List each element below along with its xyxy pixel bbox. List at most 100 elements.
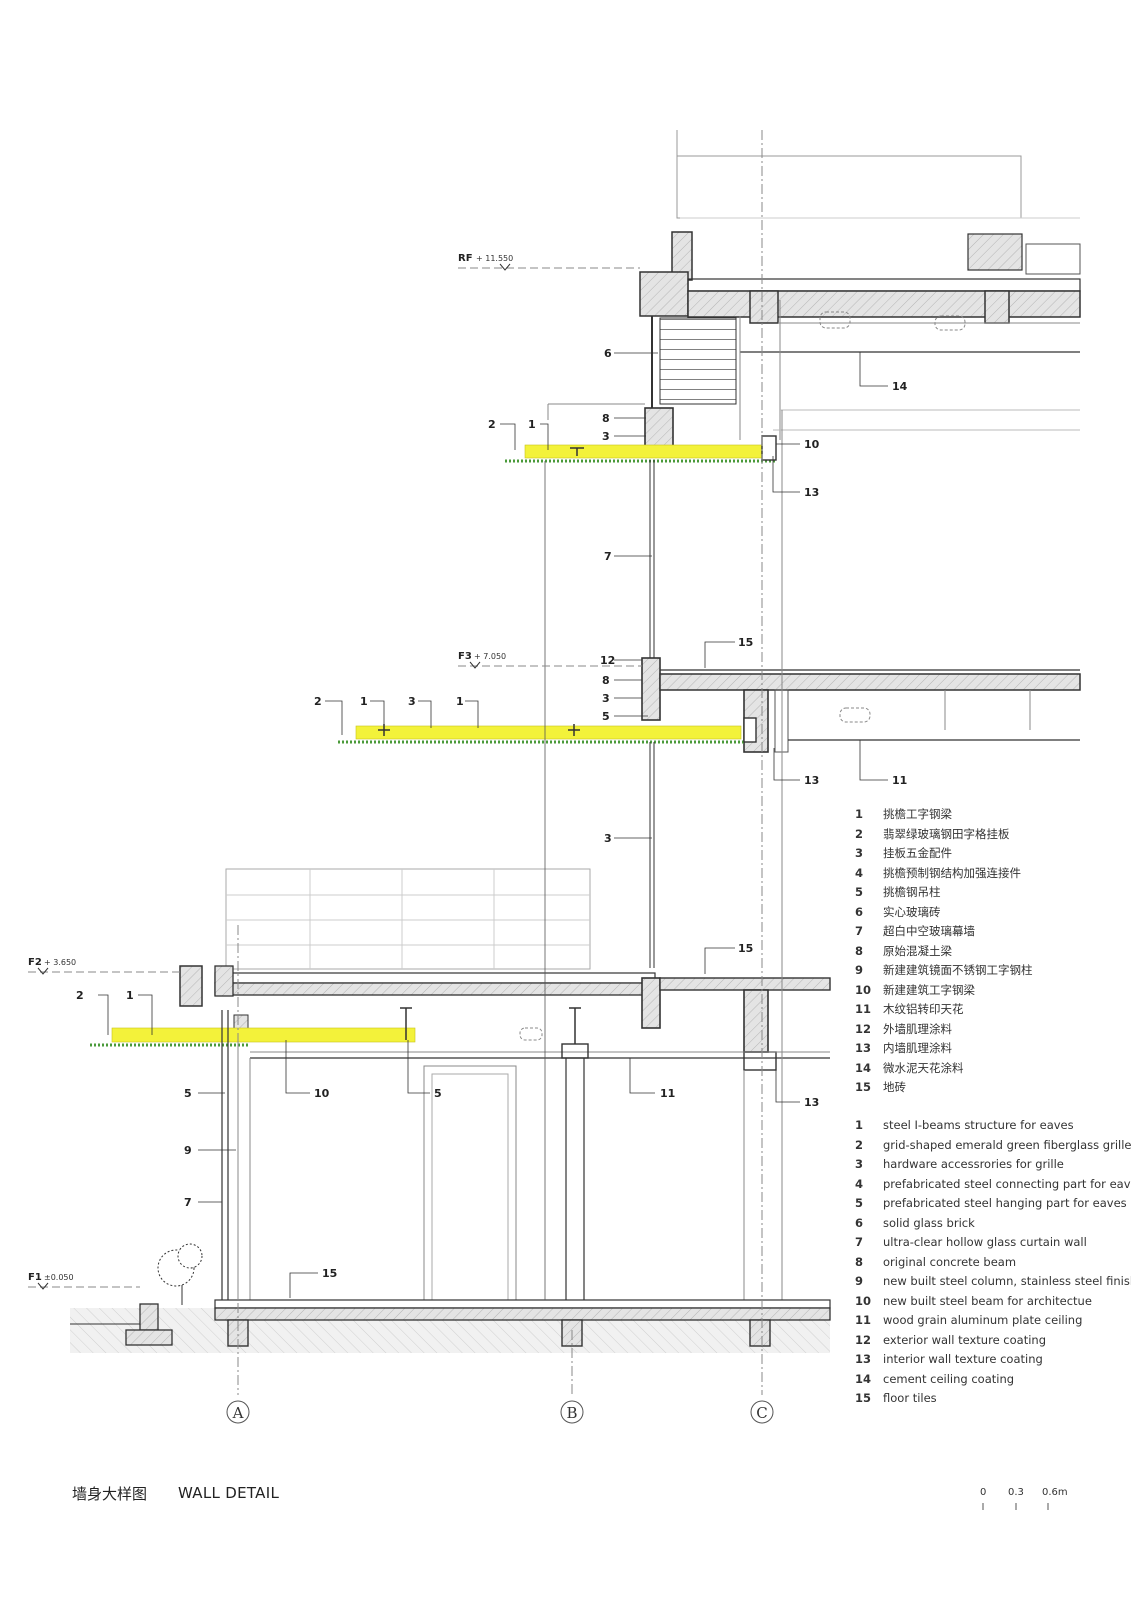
axis-c-label: C: [756, 1404, 767, 1422]
level-f1-name: F1: [28, 1272, 42, 1283]
legend-cn-item-text: 实心玻璃砖: [883, 904, 941, 919]
callout-f3-8: 8: [602, 674, 610, 687]
callout-f3-2: 2: [314, 695, 322, 708]
legend-en-item-text: wood grain aluminum plate ceiling: [883, 1313, 1083, 1327]
legend-en-item-text: new built steel beam for architectue: [883, 1293, 1092, 1308]
callout-f3-12: 12: [600, 654, 615, 667]
legend-cn-item-text: 挂板五金配件: [883, 846, 952, 860]
legend-en-item-number: 15: [855, 1391, 872, 1405]
level-f2-value: + 3.650: [44, 958, 76, 967]
legend-cn-item: 9 新建建筑镜面不锈钢工字钢柱: [855, 961, 1033, 981]
level-f2-name: F2: [28, 957, 42, 968]
scale-label-0: 0: [980, 1487, 987, 1498]
callout-rf-14: 14: [892, 380, 908, 393]
level-f3-name: F3: [458, 651, 472, 662]
legend-cn-item-text: 新建建筑工字钢梁: [883, 982, 975, 997]
legend-cn-item: 10 新建建筑工字钢梁: [855, 981, 1033, 1001]
legend-en-item: 15 floor tiles: [855, 1389, 1131, 1409]
callout-f3-1a: 1: [360, 695, 368, 708]
axis-a-bubble: [226, 1400, 250, 1424]
callout-f2-15: 15: [738, 942, 753, 955]
drawing-title-en: WALL DETAIL: [178, 1484, 280, 1502]
scale-bar-ticks: [982, 1503, 1049, 1510]
legend-en-item-number: 3: [855, 1157, 864, 1171]
legend-en-item-number: 4: [855, 1176, 864, 1191]
drawing-title-cn: 墙身大样图: [72, 1485, 148, 1503]
leader-lines: [98, 352, 888, 1298]
legend-cn-item-text: 挑檐工字钢梁: [883, 807, 952, 821]
curtain-wall-line: [544, 460, 655, 1300]
legend-cn-item-number: 11: [855, 1002, 872, 1016]
legend-cn-item: 11 木纹铝转印天花: [855, 1000, 1033, 1020]
legend-en-item-text: grid-shaped emerald green fiberglass gri…: [883, 1137, 1131, 1152]
callout-up-3: 3: [602, 430, 610, 443]
legend-en-item-number: 7: [855, 1235, 864, 1249]
legend-en-item-text: exterior wall texture coating: [883, 1332, 1046, 1347]
callout-f2-1: 1: [126, 989, 134, 1002]
legend-en-item-number: 8: [855, 1254, 864, 1269]
callout-up-10: 10: [804, 438, 820, 451]
legend-en-item: 6 solid glass brick: [855, 1214, 1131, 1234]
callout-rf-6: 6: [604, 347, 612, 360]
level-markers: [28, 267, 642, 1288]
legend-cn-item: 15 地砖: [855, 1078, 1033, 1098]
legend-cn-item-number: 15: [855, 1080, 872, 1094]
legend-en-item: 9 new built steel column, stainless steel…: [855, 1272, 1131, 1292]
callout-up-8: 8: [602, 412, 610, 425]
legend-en-item-text: original concrete beam: [883, 1254, 1017, 1269]
legend-en-item-text: floor tiles: [883, 1391, 937, 1405]
callout-f3-3b: 3: [408, 695, 416, 708]
legend-cn-item-number: 5: [855, 885, 864, 899]
axis-a-label: A: [232, 1404, 244, 1422]
legend-cn-item: 6 实心玻璃砖: [855, 903, 1033, 923]
legend-cn-item-text: 地砖: [883, 1080, 906, 1094]
legend-en-item-number: 9: [855, 1274, 864, 1288]
legend-en-item-number: 11: [855, 1313, 872, 1327]
callout-f2-13: 13: [804, 1096, 819, 1109]
legend-en-item-text: steel I-beams structure for eaves: [883, 1118, 1074, 1132]
legend-cn-item-number: 1: [855, 807, 864, 821]
callout-f2-5b: 5: [434, 1087, 442, 1100]
legend-cn-item: 5 挑檐钢吊柱: [855, 883, 1033, 903]
upper-eave: [505, 403, 1080, 463]
level-f1-value: ±0.050: [44, 1273, 74, 1282]
callout-f1-15: 15: [322, 1267, 337, 1280]
legend-cn-item-number: 13: [855, 1041, 872, 1055]
legend-cn-item-text: 超白中空玻璃幕墙: [883, 924, 975, 938]
legend-en-item-number: 6: [855, 1215, 864, 1230]
f2-floor-assembly: [90, 868, 831, 1071]
legend-en-item-text: hardware accessrories for grille: [883, 1157, 1064, 1171]
legend-cn-item-text: 翡翠绿玻璃钢田字格挂板: [883, 826, 1010, 841]
legend-cn-item-text: 新建建筑镜面不锈钢工字钢柱: [883, 963, 1033, 977]
legend-en-item-text: solid glass brick: [883, 1215, 975, 1230]
callout-f3-3: 3: [602, 692, 610, 705]
legend-cn-item-number: 3: [855, 846, 864, 860]
legend-en-item-number: 2: [855, 1137, 864, 1152]
axis-c-bubble: [750, 1400, 774, 1424]
legend-cn-item-text: 挑檐钢吊柱: [883, 885, 941, 899]
legend-cn-item-number: 2: [855, 826, 864, 841]
legend-cn-item-text: 木纹铝转印天花: [883, 1002, 964, 1016]
legend-en-item-text: new built steel column, stainless steel …: [883, 1274, 1131, 1288]
legend-en-item-text: prefabricated steel hanging part for eav…: [883, 1196, 1127, 1210]
f3-floor-assembly: [338, 657, 1081, 753]
legend-cn-item-number: 10: [855, 982, 872, 997]
callout-f2-10: 10: [314, 1087, 330, 1100]
legend-en-item-number: 13: [855, 1352, 872, 1366]
legend-cn-item-number: 6: [855, 904, 864, 919]
callout-numbers: 6 14 2 1 8 3 10 13 7 15 12 8 3 5 2 1 3 1…: [76, 347, 908, 1280]
legend-cn-item-number: 9: [855, 963, 864, 977]
callout-f3-11: 11: [892, 774, 907, 787]
callout-f2-5a: 5: [184, 1087, 192, 1100]
legend-cn-item: 2 翡翠绿玻璃钢田字格挂板: [855, 825, 1033, 845]
legend-cn-item-text: 原始混凝土梁: [883, 943, 952, 958]
callout-f3-13: 13: [804, 774, 819, 787]
